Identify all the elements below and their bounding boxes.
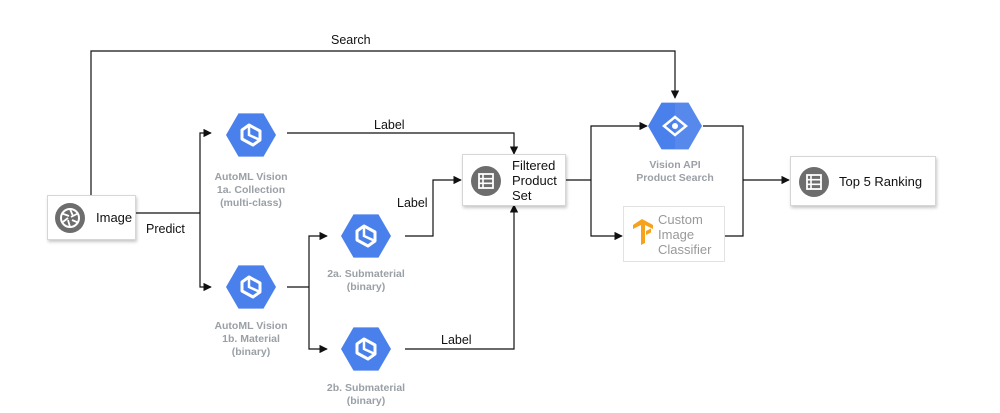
filtered-product-set-node[interactable]: Filtered Product Set: [462, 154, 566, 206]
image-node[interactable]: Image: [47, 195, 136, 240]
label-line: Set: [512, 188, 532, 203]
edge-predict-material: [199, 213, 212, 292]
edge-label-sub-b: Label: [441, 333, 472, 347]
caption-line: (binary): [346, 395, 386, 407]
vision-api-caption: Vision API Product Search: [615, 159, 735, 185]
image-label: Image: [96, 210, 133, 225]
caption-line: AutoML Vision: [214, 171, 288, 183]
top5-ranking-label: Top 5 Ranking: [839, 174, 923, 189]
tensorflow-icon: [633, 219, 653, 245]
label-line: Filtered: [512, 158, 556, 173]
edge-filtered-vision: [590, 121, 648, 180]
caption-line: (binary): [231, 346, 271, 358]
camera-aperture-icon: [55, 203, 85, 233]
edge-label-sub-b: [405, 204, 519, 350]
edge-material-sub-b: [308, 287, 328, 354]
custom-image-classifier-label: Custom Image Classifier: [658, 212, 711, 257]
caption-line: AutoML Vision: [214, 320, 288, 332]
caption-line: (binary): [346, 281, 386, 293]
edge-label-collection: [287, 132, 519, 155]
filtered-product-set-label: Filtered Product Set: [512, 158, 557, 203]
edge-material-sub-a: [308, 231, 328, 287]
automl-vision-icon: [341, 327, 391, 371]
caption-line: 2a. Submaterial: [327, 268, 405, 280]
top5-ranking-node[interactable]: Top 5 Ranking: [790, 156, 936, 206]
automl-vision-icon: [341, 214, 391, 258]
edge-label-predict: Predict: [146, 222, 185, 236]
label-line: Image: [658, 227, 695, 242]
edge-vision-top5: [703, 125, 744, 180]
label-line: Product: [512, 173, 557, 188]
edge-filtered-classifier: [590, 180, 623, 241]
label-line: Classifier: [658, 242, 712, 257]
submaterial-a-caption: 2a. Submaterial (binary): [306, 268, 426, 294]
custom-image-classifier-node[interactable]: Custom Image Classifier: [623, 206, 725, 262]
caption-line: Product Search: [636, 172, 714, 184]
automl-vision-icon: [226, 113, 276, 157]
caption-line: 1b. Material: [222, 333, 280, 345]
edge-label-sub-a: [405, 175, 462, 237]
automl-vision-icon: [226, 265, 276, 309]
edge-label-collection: Label: [374, 118, 405, 132]
caption-line: 1a. Collection: [216, 184, 286, 196]
edge-label-search: Search: [331, 33, 371, 47]
automl-collection-caption: AutoML Vision 1a. Collection (multi-clas…: [191, 171, 311, 210]
automl-material-caption: AutoML Vision 1b. Material (binary): [191, 320, 311, 359]
list-icon: [799, 167, 829, 197]
edge-predict-collection: [199, 128, 212, 213]
submaterial-b-caption: 2b. Submaterial (binary): [306, 382, 426, 408]
caption-line: 2b. Submaterial: [326, 382, 406, 394]
edge-search: [90, 50, 680, 195]
list-icon: [471, 166, 501, 196]
caption-line: Vision API: [649, 159, 701, 171]
edge-label-sub-a: Label: [397, 196, 428, 210]
label-line: Custom: [658, 212, 703, 227]
edges: [90, 50, 790, 354]
caption-line: (multi-class): [220, 197, 282, 209]
edge-classifier-top5: [725, 180, 744, 237]
vision-api-icon: [648, 102, 702, 150]
